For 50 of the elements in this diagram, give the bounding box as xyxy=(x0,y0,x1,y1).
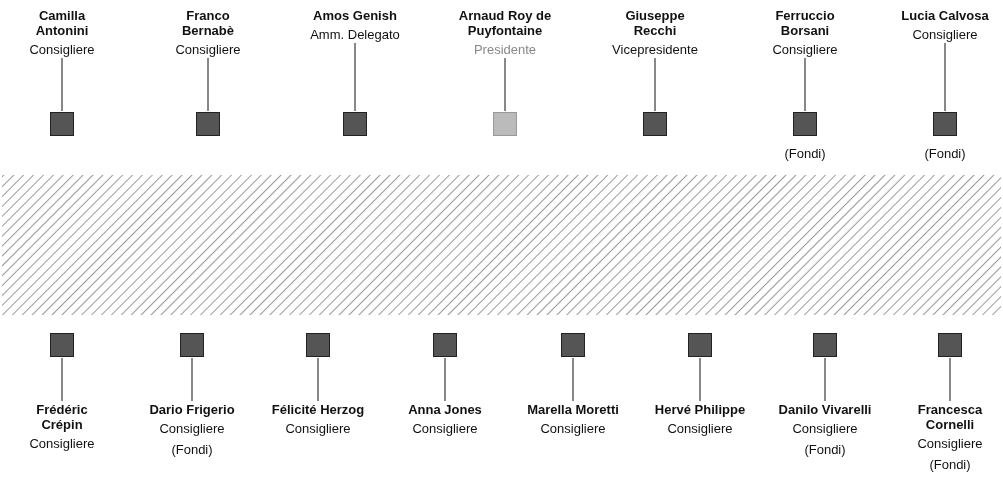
role-label: Vicepresidente xyxy=(612,42,698,57)
person-name: Francesca Cornelli xyxy=(916,402,984,432)
person-name: Amos Genish xyxy=(313,8,397,23)
role-label: Consigliere xyxy=(792,421,858,436)
affiliation-label: (Fondi) xyxy=(171,442,213,457)
person-name: Marella Moretti xyxy=(527,402,619,417)
affiliation-label: (Fondi) xyxy=(929,457,971,472)
role-label: Consigliere xyxy=(772,42,838,57)
connector-line xyxy=(354,42,356,112)
connector-line xyxy=(699,357,701,402)
person-name: Ferruccio Borsani xyxy=(774,8,836,38)
person-name: Camilla Antonini xyxy=(34,8,90,38)
person-name: Giuseppe Recchi xyxy=(624,8,686,38)
connector-line xyxy=(444,357,446,402)
person-name: Arnaud Roy de Puyfontaine xyxy=(457,8,553,38)
role-label: Consigliere xyxy=(159,421,225,436)
role-label: Consigliere xyxy=(29,42,95,57)
connector-line xyxy=(61,357,63,402)
connector-line xyxy=(61,57,63,112)
affiliation-label: (Fondi) xyxy=(784,146,826,161)
role-label: Consigliere xyxy=(29,436,95,451)
person-name: Danilo Vivarelli xyxy=(778,402,872,417)
connector-line xyxy=(572,357,574,402)
person-name: Frédéric Crépin xyxy=(35,402,89,432)
person-name: Lucia Calvosa xyxy=(901,8,989,23)
connector-line xyxy=(207,57,209,112)
connector-line xyxy=(949,357,951,402)
person-name: Franco Bernabè xyxy=(181,8,235,38)
connector-line xyxy=(654,57,656,112)
person-name: Hervé Philippe xyxy=(654,402,746,417)
connector-line xyxy=(317,357,319,402)
role-label: Consigliere xyxy=(667,421,733,436)
role-label: Consigliere xyxy=(412,421,478,436)
connector-line xyxy=(824,357,826,402)
connector-line xyxy=(804,57,806,112)
affiliation-label: (Fondi) xyxy=(804,442,846,457)
role-label: Presidente xyxy=(473,42,537,57)
connector-line xyxy=(504,57,506,112)
role-label: Amm. Delegato xyxy=(310,27,400,42)
person-name: Anna Jones xyxy=(408,402,482,417)
connector-line xyxy=(191,357,193,402)
role-label: Consigliere xyxy=(540,421,606,436)
role-label: Consigliere xyxy=(175,42,241,57)
connector-line xyxy=(944,42,946,112)
role-label: Consigliere xyxy=(917,436,983,451)
role-label: Consigliere xyxy=(285,421,351,436)
role-label: Consigliere xyxy=(912,27,978,42)
affiliation-label: (Fondi) xyxy=(924,146,966,161)
person-name: Félicité Herzog xyxy=(271,402,365,417)
person-name: Dario Frigerio xyxy=(149,402,235,417)
